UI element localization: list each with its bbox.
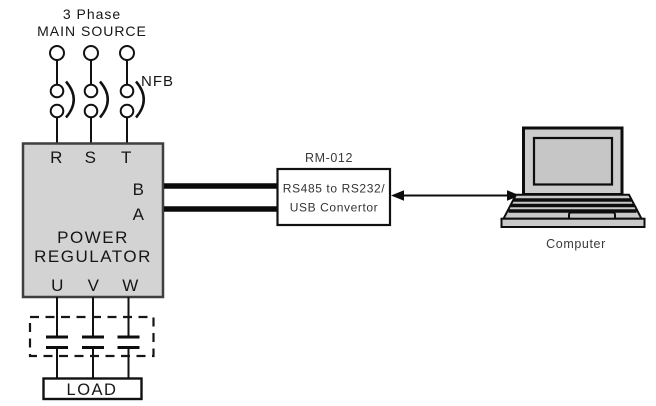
computer-icon <box>500 126 646 228</box>
arrowhead-right-icon <box>507 190 520 201</box>
capacitor-bank-enclosure <box>28 315 155 358</box>
phase-column-r <box>49 45 75 144</box>
load-box <box>42 377 143 401</box>
terminal-s: S <box>85 148 98 167</box>
source-title-line2: MAIN SOURCE <box>37 23 147 39</box>
terminal-v: V <box>88 276 101 295</box>
output-column-w <box>117 297 140 379</box>
converter-model-label: RM-012 <box>305 151 353 165</box>
phase-column-s <box>83 45 109 144</box>
regulator-name-line1: POWER <box>57 228 129 247</box>
converter-computer-link-arrow <box>391 190 520 201</box>
laptop-base <box>500 217 646 228</box>
source-terminal <box>49 45 65 61</box>
converter-desc-line2: USB Convertor <box>290 201 379 215</box>
nfb-label: NFB <box>141 73 174 90</box>
phase-column-t <box>119 45 145 144</box>
nfb-arc <box>135 80 145 119</box>
nfb-arc <box>99 80 109 119</box>
output-column-v <box>82 297 104 379</box>
terminal-w: W <box>122 276 140 295</box>
nfb-arc <box>65 80 75 119</box>
computer-label: Computer <box>546 237 606 251</box>
output-column-u <box>46 297 68 379</box>
terminal-t: T <box>121 148 133 167</box>
breaker-terminal <box>83 103 99 119</box>
converter-desc-line1: RS485 to RS232/ <box>283 182 385 196</box>
terminal-b: B <box>133 180 146 199</box>
breaker-terminal <box>49 103 65 119</box>
terminal-r: R <box>50 148 64 167</box>
terminal-a: A <box>133 205 146 224</box>
terminal-u: U <box>51 276 65 295</box>
arrowhead-left-icon <box>391 190 404 201</box>
source-terminal <box>83 45 99 61</box>
breaker-terminal <box>49 83 65 99</box>
source-terminal <box>119 45 135 61</box>
source-title-line1: 3 Phase <box>63 6 121 22</box>
converter-box <box>276 167 392 227</box>
breaker-terminal <box>119 103 135 119</box>
load-label: LOAD <box>67 381 118 399</box>
laptop-screen <box>532 136 614 186</box>
breaker-terminal <box>83 83 99 99</box>
breaker-terminal <box>119 83 135 99</box>
regulator-name-line2: REGULATOR <box>34 247 152 266</box>
